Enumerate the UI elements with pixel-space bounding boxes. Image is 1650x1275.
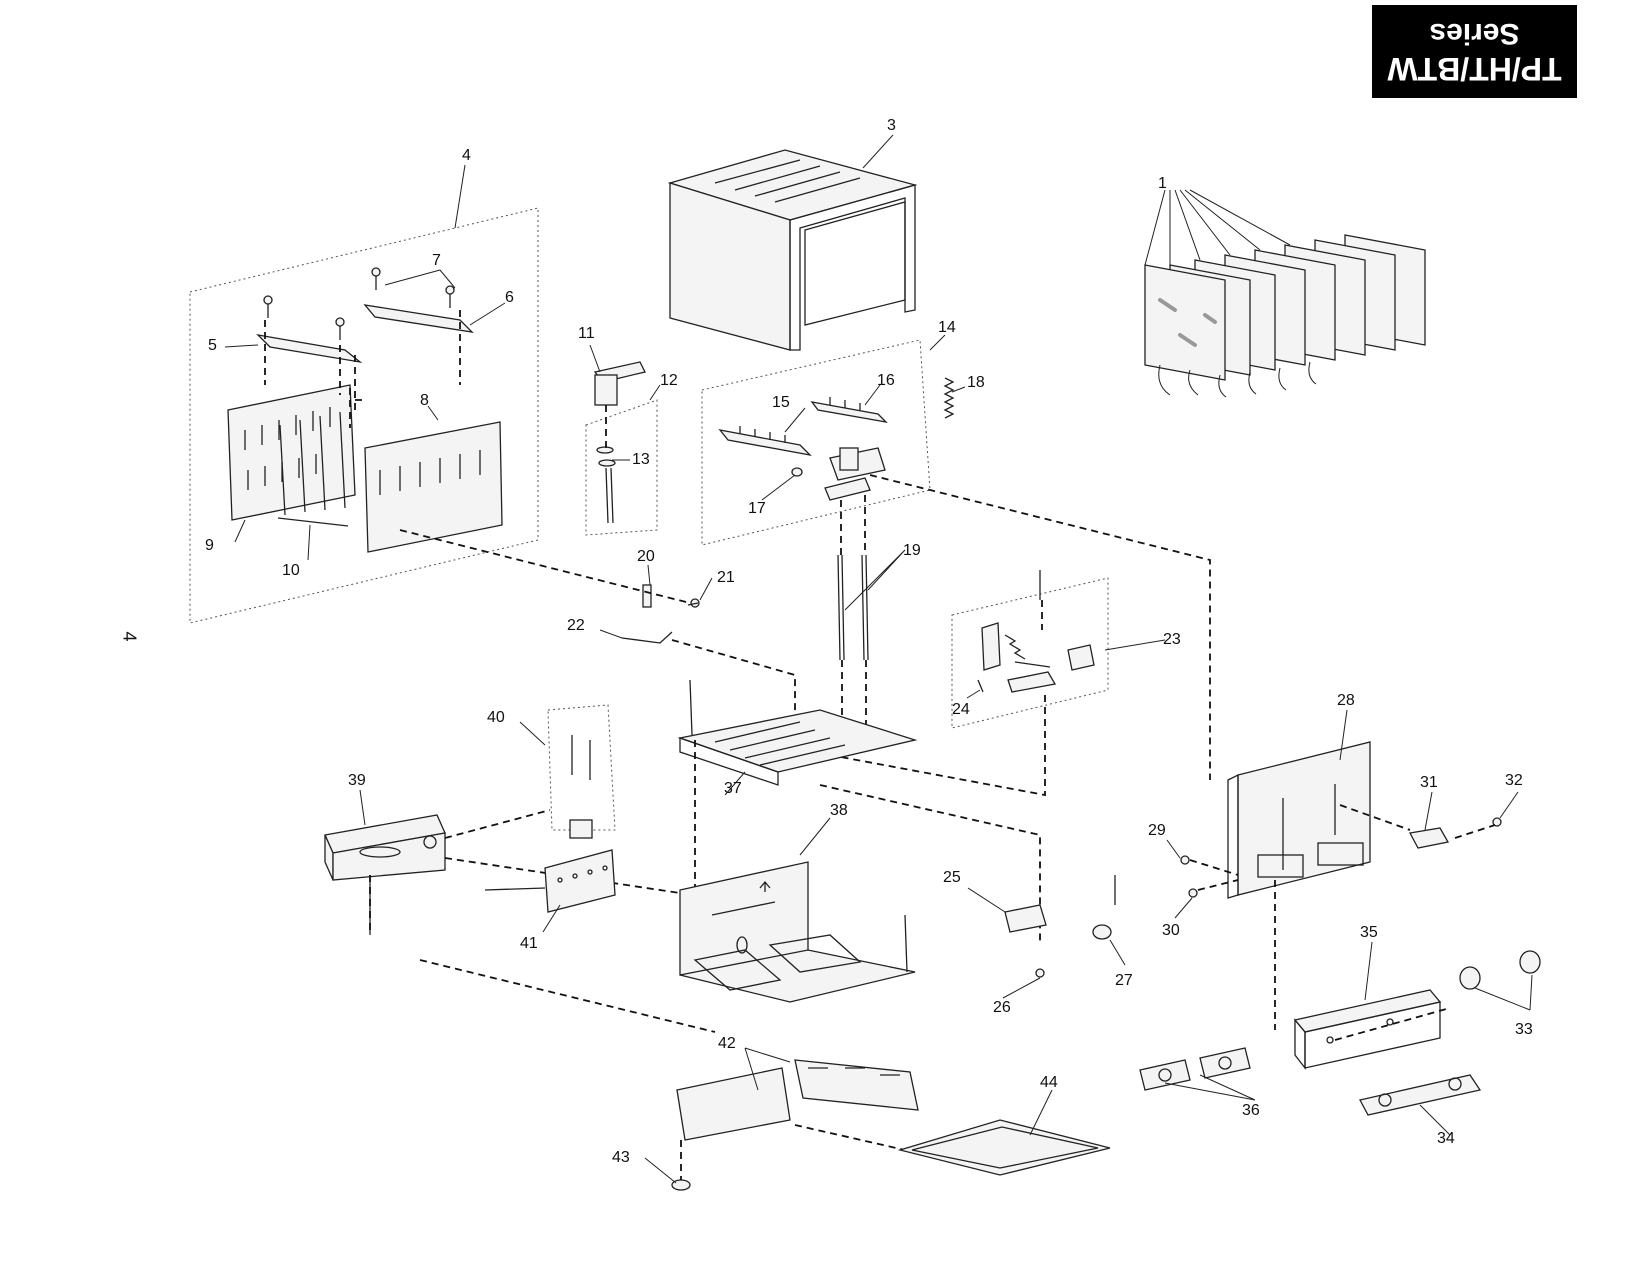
- part-27-knob: [1092, 875, 1116, 940]
- callout-7: 7: [432, 252, 441, 269]
- group-box-14: [701, 339, 931, 546]
- callout-27: 27: [1115, 972, 1133, 989]
- callout-9: 9: [205, 537, 214, 554]
- callout-37: 37: [724, 780, 742, 797]
- part-5-bracket: [256, 334, 363, 364]
- assembly-line-42: [680, 1124, 906, 1180]
- assembly-line-23: [829, 600, 1046, 797]
- assembly-line-4: [264, 310, 461, 428]
- part-10-rods: [277, 411, 349, 527]
- leader-lines: [224, 134, 1533, 1184]
- group-box-40: [547, 704, 616, 831]
- part-40-switch: [569, 735, 593, 839]
- callout-14: 14: [938, 319, 956, 336]
- part-38-inner-chassis: [679, 861, 916, 1003]
- part-34-front-trim: [1359, 1074, 1482, 1116]
- assembly-line-35: [1334, 1007, 1451, 1041]
- part-44-crumb-tray: [897, 1119, 1111, 1176]
- callout-1: 1: [1158, 175, 1167, 192]
- callout-20: 20: [637, 548, 655, 565]
- callout-10: 10: [282, 562, 300, 579]
- callout-41: 41: [520, 935, 538, 952]
- part-30-screw: [1188, 888, 1198, 898]
- part-41-plate: [484, 849, 616, 913]
- part-13-shaft: [596, 446, 616, 524]
- part-23-latch-assembly: [981, 570, 1095, 693]
- part-33-knobs: [1459, 950, 1541, 990]
- part-14-lever-assembly: [824, 447, 886, 501]
- part-25-thermostat: [1004, 904, 1047, 933]
- callout-33: 33: [1515, 1021, 1533, 1038]
- assembly-line-28: [1189, 804, 1496, 1030]
- part-3-top-cover: [667, 149, 918, 351]
- part-32-screw: [1492, 817, 1502, 827]
- part-16-bracket: [810, 397, 888, 423]
- callout-19: 19: [903, 542, 921, 559]
- part-18-spring: [943, 377, 955, 419]
- callout-13: 13: [632, 451, 650, 468]
- callout-44: 44: [1040, 1074, 1058, 1091]
- part-7-screws: [263, 267, 455, 340]
- part-35-control-panel: [1293, 989, 1442, 1070]
- assembly-line-19: [840, 495, 867, 745]
- part-24-screw: [977, 679, 984, 693]
- part-26-screw: [1035, 968, 1045, 978]
- assembly-line-39: [369, 809, 716, 1033]
- callout-labels: 1 3 4 5 6 7 8 9 10 11 12 13 14 15 16 17 …: [205, 117, 1533, 1166]
- part-36-buttons: [1139, 1047, 1251, 1091]
- part-19-rods: [837, 554, 869, 661]
- callout-5: 5: [208, 337, 217, 354]
- assembly-line-22: [399, 529, 796, 745]
- part-1-heating-elements: [1144, 189, 1426, 398]
- callout-23: 23: [1163, 631, 1181, 648]
- part-9-side-plate: [227, 384, 356, 521]
- callout-31: 31: [1420, 774, 1438, 791]
- callout-39: 39: [348, 772, 366, 789]
- callout-4: 4: [462, 147, 471, 164]
- callout-21: 21: [717, 569, 735, 586]
- part-20-clip: [642, 584, 652, 608]
- callout-28: 28: [1337, 692, 1355, 709]
- part-42-base-rails: [676, 1059, 919, 1141]
- callout-18: 18: [967, 374, 985, 391]
- part-28-side-panel: [1227, 741, 1371, 899]
- part-22-wire: [621, 631, 673, 644]
- callout-30: 30: [1162, 922, 1180, 939]
- part-8-side-plate: [364, 421, 503, 553]
- callout-42: 42: [718, 1035, 736, 1052]
- callout-32: 32: [1505, 772, 1523, 789]
- callout-26: 26: [993, 999, 1011, 1016]
- part-21-screw: [687, 598, 700, 608]
- callout-24: 24: [952, 701, 970, 718]
- callout-6: 6: [505, 289, 514, 306]
- assembly-line-14: [869, 474, 1211, 780]
- part-15-bracket: [718, 426, 812, 457]
- part-11-bracket: [593, 361, 646, 406]
- part-31-knob: [1409, 827, 1450, 849]
- callout-43: 43: [612, 1149, 630, 1166]
- part-17-clip: [791, 467, 803, 477]
- group-box-12: [585, 399, 658, 536]
- callout-38: 38: [830, 802, 848, 819]
- callout-22: 22: [567, 617, 585, 634]
- callout-25: 25: [943, 869, 961, 886]
- callout-15: 15: [772, 394, 790, 411]
- part-6-bracket: [363, 304, 474, 333]
- part-37-frame: [677, 679, 918, 786]
- callout-11: 11: [578, 325, 595, 342]
- callout-12: 12: [660, 372, 678, 389]
- callout-34: 34: [1437, 1130, 1455, 1147]
- part-39-housing: [324, 814, 446, 935]
- part-29-screw: [1180, 855, 1190, 865]
- callout-40: 40: [487, 709, 505, 726]
- callout-17: 17: [748, 500, 766, 517]
- callout-8: 8: [420, 392, 429, 409]
- callout-3: 3: [887, 117, 896, 134]
- callout-16: 16: [877, 372, 895, 389]
- callout-29: 29: [1148, 822, 1166, 839]
- callout-36: 36: [1242, 1102, 1260, 1119]
- group-box-23: [951, 577, 1109, 729]
- callout-35: 35: [1360, 924, 1378, 941]
